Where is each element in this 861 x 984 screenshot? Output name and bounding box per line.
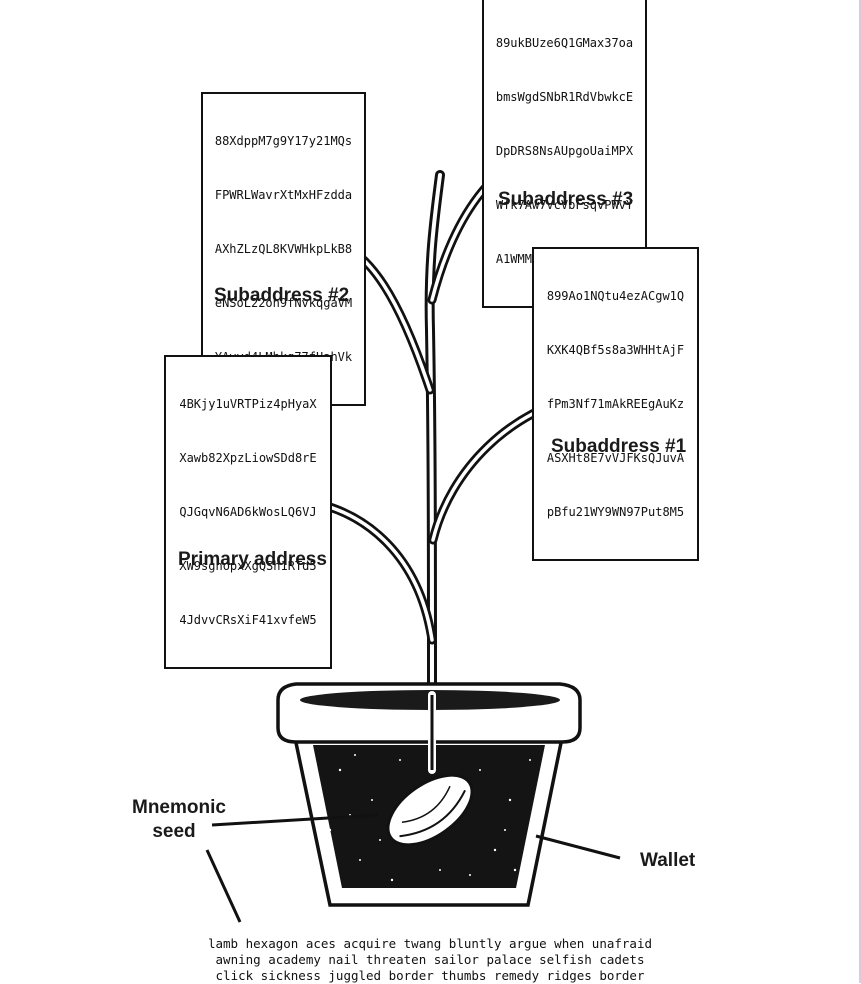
address-line: KXK4QBf5s8a3WHHtAjF bbox=[546, 343, 685, 357]
address-line: 899Ao1NQtu4ezACgw1Q bbox=[546, 289, 685, 303]
address-line: Wfk7Aw7VcVbFsqvPWvY bbox=[495, 198, 634, 212]
seed-words-callout-line bbox=[205, 849, 242, 923]
address-line: 89ukBUze6Q1GMax37oa bbox=[495, 36, 634, 50]
wallet-callout-line bbox=[535, 834, 621, 860]
mnemonic-seed-words: lamb hexagon aces acquire twang bluntly … bbox=[170, 936, 690, 984]
address-line: QJGqvN6AD6kWosLQ6VJ bbox=[179, 505, 317, 519]
wallet-label: Wallet bbox=[640, 850, 696, 871]
address-line: pBfu21WY9WN97Put8M5 bbox=[546, 505, 685, 519]
mnemonic-label-line2: seed bbox=[152, 821, 196, 842]
address-line: 4BKjy1uVRTPiz4pHyaX bbox=[179, 397, 317, 411]
primary-address-box: 4BKjy1uVRTPiz4pHyaX Xawb82XpzLiowSDd8rE … bbox=[164, 355, 332, 669]
address-line: eNSoL22oh9fNvkqgaVM bbox=[214, 296, 353, 310]
subaddress-2-box: 88XdppM7g9Y17y21MQs FPWRLWavrXtMxHFzdda … bbox=[201, 92, 366, 406]
seed-words-line: click sickness juggled border thumbs rem… bbox=[215, 968, 645, 983]
address-line: FPWRLWavrXtMxHFzdda bbox=[214, 188, 353, 202]
address-line: 4JdvvCRsXiF41xvfeW5 bbox=[179, 613, 317, 627]
subaddress-2-label: Subaddress #2 bbox=[214, 285, 350, 306]
address-line: bmsWgdSNbR1RdVbwkcE bbox=[495, 90, 634, 104]
address-line: AXhZLzQL8KVWHkpLkB8 bbox=[214, 242, 353, 256]
subaddress-1-box: 899Ao1NQtu4ezACgw1Q KXK4QBf5s8a3WHHtAjF … bbox=[532, 247, 699, 561]
address-line: ASXHt8E7vVJFKsQJuvA bbox=[546, 451, 685, 465]
mnemonic-label-line1: Mnemonic bbox=[132, 797, 226, 818]
seed-words-line: awning academy nail threaten sailor pala… bbox=[215, 952, 645, 967]
address-line: DpDRS8NsAUpgoUaiMPX bbox=[495, 144, 634, 158]
seed-words-line: lamb hexagon aces acquire twang bluntly … bbox=[207, 936, 652, 951]
mnemonic-seed-label: Mnemonic seed bbox=[132, 796, 226, 844]
address-line: fPm3Nf71mAkREEgAuKz bbox=[546, 397, 685, 411]
address-line: XW9sghopxXgQSh1RTd5 bbox=[179, 559, 317, 573]
seed-icon bbox=[386, 773, 474, 847]
address-line: 88XdppM7g9Y17y21MQs bbox=[214, 134, 353, 148]
subaddress-1-label: Subaddress #1 bbox=[551, 436, 687, 457]
page-edge-line bbox=[859, 0, 861, 983]
mnemonic-callout-line bbox=[211, 813, 379, 827]
primary-address-label: Primary address bbox=[178, 549, 327, 570]
subaddress-3-label: Subaddress #3 bbox=[498, 189, 634, 210]
address-line: Xawb82XpzLiowSDd8rE bbox=[179, 451, 317, 465]
